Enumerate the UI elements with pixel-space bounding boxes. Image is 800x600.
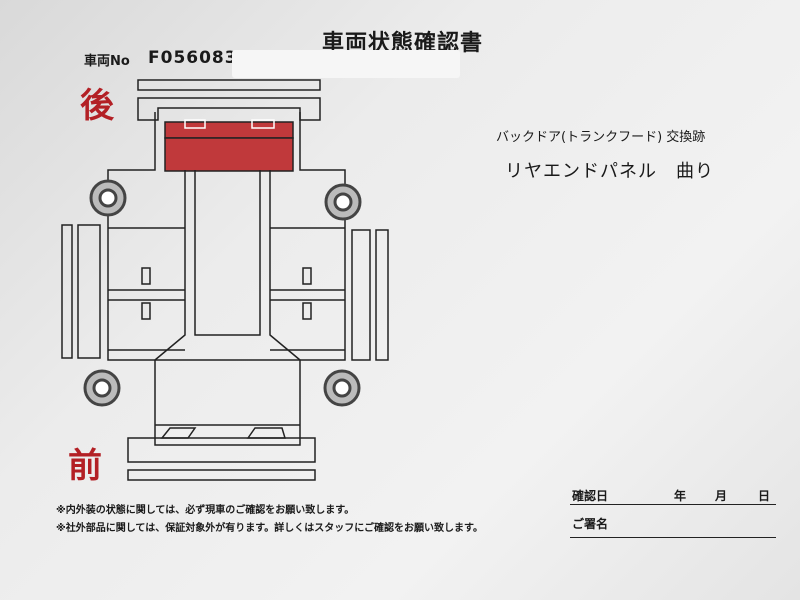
signature-line[interactable] [570, 537, 776, 538]
body-outline [61, 112, 389, 446]
front-label: 前 [68, 446, 102, 486]
damage-note-back-door: バックドア(トランクフード) 交換跡 [496, 130, 706, 145]
wheel-icons [83, 179, 362, 407]
year-label: 年 [674, 489, 687, 503]
day-label: 日 [758, 489, 771, 503]
disclaimer-1: ※内外装の状態に関しては、必ず現車のご確認をお願い致します。 [56, 505, 355, 516]
damage-note-rear-end-panel: リヤエンドパネル 曲り [505, 161, 714, 182]
date-line[interactable] [570, 504, 776, 505]
vehicle-no: F0560837 [148, 48, 251, 68]
disclaimer-2: ※社外部品に関しては、保証対象外が有ります。詳しくはスタッフにご確認をお願い致し… [56, 523, 484, 534]
signature-label: ご署名 [572, 517, 609, 531]
date-label: 確認日 [572, 489, 609, 503]
month-label: 月 [715, 489, 728, 503]
rear-bumper [137, 79, 321, 121]
vehicle-no-label: 車両No [84, 54, 130, 69]
damage-rear-end-panel [164, 137, 294, 172]
front-bumper [127, 437, 316, 481]
rear-label: 後 [80, 86, 114, 126]
redaction-box [232, 50, 460, 78]
